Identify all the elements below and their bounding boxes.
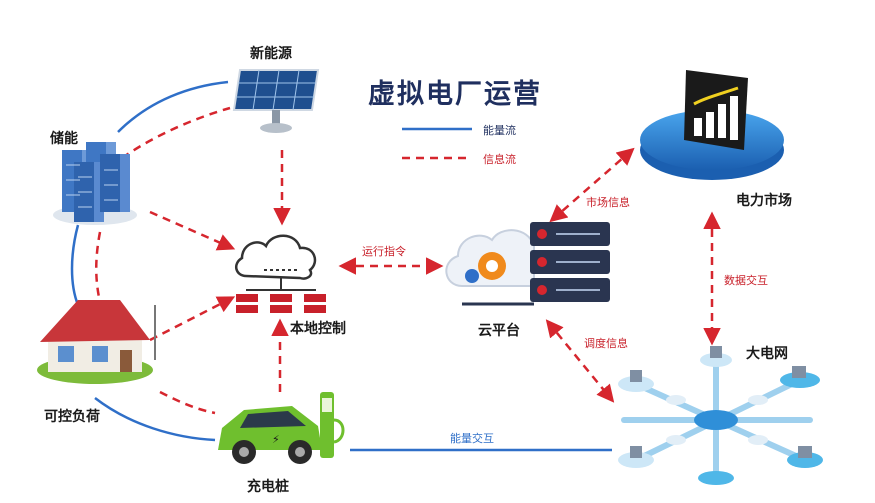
energy-line-load-charger [94, 397, 216, 442]
info-line-storage-newenergy [121, 106, 231, 160]
edge-label-operation-command: 运行指令 [362, 245, 406, 258]
node-label-new-energy: 新能源 [250, 46, 292, 62]
legend-energy-label: 能量流 [483, 124, 516, 137]
node-label-storage: 储能 [50, 131, 78, 147]
house-icon [37, 300, 156, 384]
electric-car-icon: ⚡ [218, 406, 322, 464]
info-line-storage-local [149, 210, 236, 251]
edge-label-market-info: 市场信息 [586, 196, 630, 209]
local-control-icon [234, 234, 326, 313]
power-market-icon [640, 70, 784, 180]
info-line-cloud-market [549, 147, 635, 223]
node-label-cloud-platform: 云平台 [478, 323, 520, 339]
battery-storage-icon [53, 142, 137, 225]
edge-label-data-exchange: 数据交互 [724, 274, 768, 287]
solar-panel-icon [232, 69, 320, 133]
node-label-power-market: 电力市场 [736, 193, 792, 209]
node-label-charging-pile: 充电桩 [247, 479, 289, 495]
edge-label-dispatch-info: 调度信息 [584, 337, 628, 350]
node-label-grid: 大电网 [746, 346, 788, 362]
energy-flow-lines [70, 80, 612, 452]
info-line-load-charger-dash [159, 390, 216, 415]
info-line-load-local [149, 296, 236, 342]
power-grid-icon [618, 346, 823, 485]
energy-line-storage-load [70, 224, 80, 306]
svg-text:⚡: ⚡ [272, 433, 280, 446]
node-label-local-control: 本地控制 [290, 321, 346, 337]
diagram-title: 虚拟电厂运营 [368, 79, 542, 110]
charging-station-icon [320, 392, 345, 458]
energy-line-storage-newenergy [117, 80, 229, 133]
info-line-storage-load-dash [95, 231, 102, 303]
cloud-platform-icon [445, 222, 610, 306]
edge-label-energy-exchange: 能量交互 [450, 432, 494, 445]
node-label-controllable-load: 可控负荷 [44, 409, 100, 425]
legend-info-label: 信息流 [483, 153, 516, 166]
info-line-cloud-grid [545, 319, 615, 403]
info-flow-lines [95, 106, 721, 415]
